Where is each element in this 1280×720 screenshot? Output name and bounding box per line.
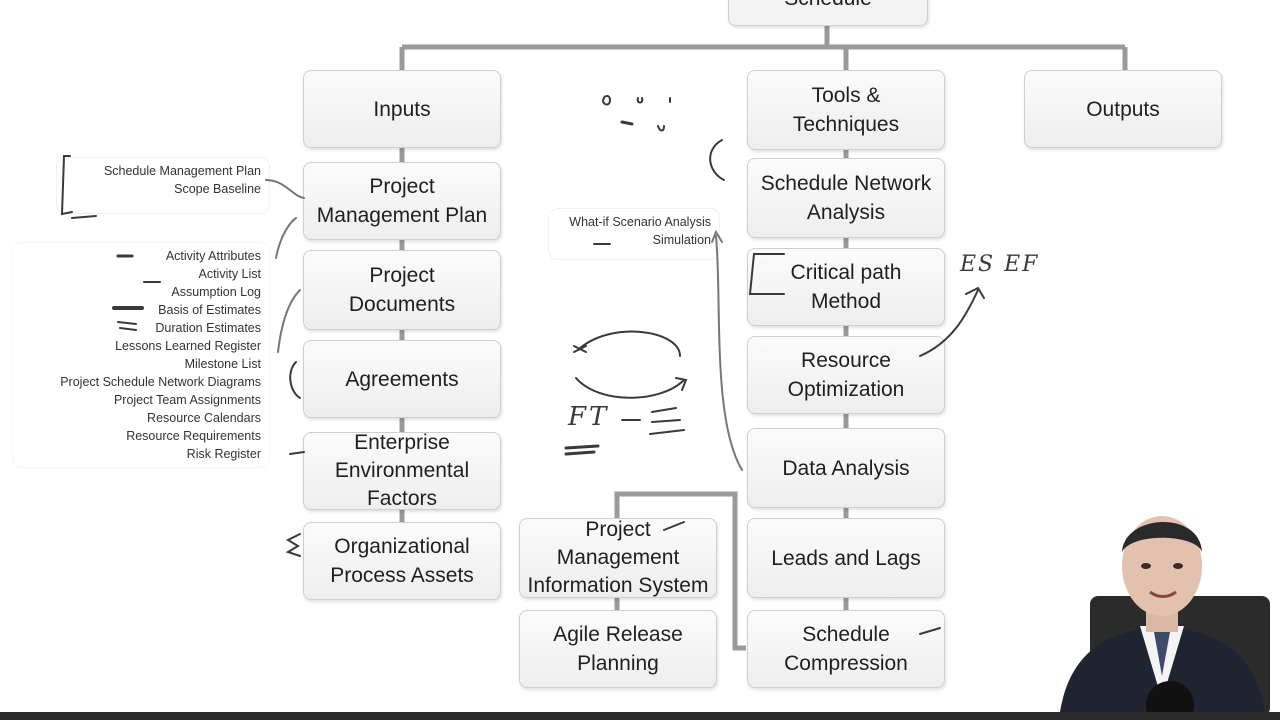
tool-agile-release-planning: Agile Release Planning xyxy=(519,610,717,688)
input-project-documents: Project Documents xyxy=(303,250,501,330)
inputs-header: Inputs xyxy=(303,70,501,148)
tool-pmis: Project Management Information System xyxy=(519,518,717,598)
tool-data-analysis: Data Analysis xyxy=(747,428,945,508)
tool-schedule-compression: Schedule Compression xyxy=(747,610,945,688)
handwritten-es-ef: ES EF xyxy=(960,252,1040,277)
input-agreements: Agreements xyxy=(303,340,501,418)
outputs-header: Outputs xyxy=(1024,70,1222,148)
project-documents-note: Activity Attributes Activity List Assump… xyxy=(12,242,270,468)
handwritten-ft: FT xyxy=(568,402,610,432)
title-text: Schedule xyxy=(784,0,872,13)
tool-leads-and-lags: Leads and Lags xyxy=(747,518,945,598)
tool-resource-optimization: Resource Optimization xyxy=(747,336,945,414)
presenter-figure xyxy=(1060,516,1270,712)
tool-critical-path-method: Critical path Method xyxy=(747,248,945,326)
data-analysis-note: What-if Scenario Analysis Simulation xyxy=(548,208,720,260)
tool-schedule-network-analysis: Schedule Network Analysis xyxy=(747,158,945,238)
input-organizational-process-assets: Organizational Process Assets xyxy=(303,522,501,600)
bottom-bar xyxy=(0,712,1280,720)
pm-plan-note: Schedule Management Plan Scope Baseline xyxy=(56,157,270,214)
input-project-management-plan: Project Management Plan xyxy=(303,162,501,240)
input-enterprise-environmental-factors: Enterprise Environmental Factors xyxy=(303,431,501,510)
tools-header: Tools & Techniques xyxy=(747,70,945,150)
presenter-video xyxy=(1050,500,1280,712)
title-box: Schedule xyxy=(728,0,928,26)
